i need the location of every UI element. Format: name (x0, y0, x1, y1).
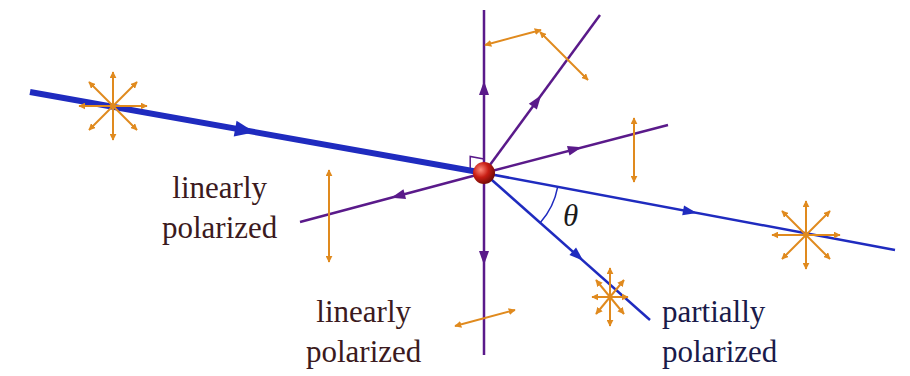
light-beams (30, 92, 895, 320)
polarization-label: linearly polarized (162, 168, 277, 248)
ray-arrowheads (390, 81, 583, 265)
angle-label: θ (563, 196, 578, 236)
beam-arrowheads (234, 121, 698, 265)
scattering-particle (473, 162, 495, 184)
polarization-label: linearly polarized (306, 292, 421, 372)
polarization-label: partially polarized (662, 292, 777, 372)
polarization-arrows (79, 30, 840, 326)
